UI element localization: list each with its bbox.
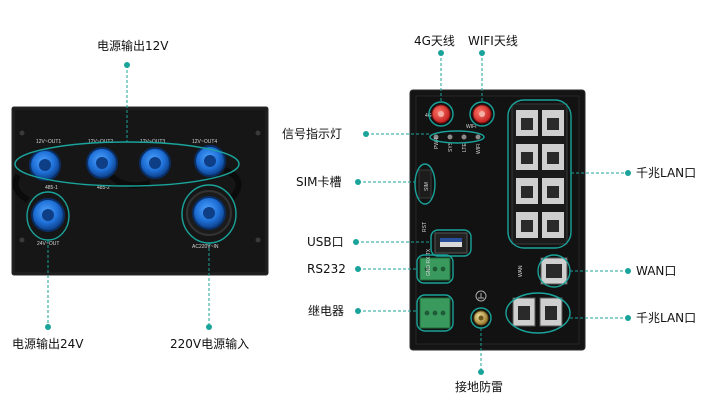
screw-icon [19,130,25,136]
led-pwr [433,134,439,140]
callout-lan-bottom: 千兆LAN口 [636,311,697,325]
leader-dot [438,50,444,56]
highlight-antenna-4g [428,101,454,127]
left-device: 12V~OUT1 12V~OUT2 12V~OUT3 12V~OUT4 485-… [11,62,269,330]
left-device-panel [11,106,269,276]
label-sys: SYS [448,141,454,152]
ground-terminal [473,290,489,326]
highlight-usb [430,229,472,257]
connector-24v-out [31,198,65,232]
left-device-bevel [13,108,267,274]
antenna-4g [431,104,451,124]
callout-lan-top: 千兆LAN口 [636,166,697,180]
callout-usb: USB口 [307,235,344,249]
callout-power-220v: 220V电源输入 [170,337,250,351]
leader-dot [353,239,359,245]
label-24v-out: 24V~OUT [37,241,59,247]
highlight-sim [414,163,436,205]
callout-antenna-wifi: WIFI天线 [468,34,518,48]
highlight-lan-bottom [505,292,571,334]
leader-dot [45,324,51,330]
label-out1: 12V~OUT1 [36,139,61,145]
leader-dot [625,170,631,176]
label-wan: WAN [518,265,524,277]
wan-port [540,257,568,285]
sim-slot [418,169,432,199]
highlight-leds [429,130,485,144]
leader-dot [363,131,369,137]
led-sys [447,134,453,140]
cable [223,167,242,200]
leader-dot [355,308,361,314]
cable [107,172,151,189]
callout-power-12v: 电源输出12V [97,39,169,53]
lan-ports-top [511,103,568,245]
connector-12v-out3 [139,147,171,179]
leader-dot [625,268,631,274]
leader-dot [206,324,212,330]
leader-dot [124,62,130,68]
callout-rs232: RS232 [307,262,346,276]
screw-icon [255,130,261,136]
callout-antenna-4g: 4G天线 [414,34,455,48]
highlight-lan-top [507,99,572,249]
callout-indicator: 信号指示灯 [282,127,343,141]
led-wifi [475,134,481,140]
label-rs232-pins: GND RX TX [426,248,432,276]
callout-power-24v: 电源输出24V [12,337,84,351]
connector-ac220-in [186,190,232,236]
label-pwr: PWR [434,137,440,149]
connector-12v-out4 [194,145,226,177]
callout-ground: 接地防雷 [455,380,504,394]
callout-wan: WAN口 [636,264,677,278]
leader-dot [625,315,631,321]
leader-dot [478,369,484,375]
label-ant-4g: 4G [425,113,432,119]
label-485-1: 485-1 [45,185,58,191]
antenna-wifi [472,104,492,124]
label-sim: SIM [424,182,430,191]
leader-dot [355,266,361,272]
screw-icon [19,237,25,243]
leader-dot [479,50,485,56]
screw-icon [255,237,261,243]
label-out4: 12V~OUT4 [192,139,217,145]
right-device: 4G WIFI PWR SYS LTE WIFI SIM RST GND RX … [353,50,631,375]
label-ant-wifi: WIFI [466,124,477,130]
cable [12,173,30,203]
label-485-2: 485-2 [97,185,110,191]
label-lte: LTE [462,143,468,152]
callout-relay: 继电器 [308,304,345,318]
lan-ports-bottom [512,297,563,327]
label-wifi-led: WIFI [476,143,482,154]
label-rst: RST [422,222,428,232]
leader-dot [355,179,361,185]
connector-12v-out2 [86,147,118,179]
usb-port [434,232,468,254]
connector-12v-out1 [29,149,61,181]
label-ac-in: AC220V~IN [192,244,219,250]
highlight-antenna-wifi [469,101,495,127]
callout-sim: SIM卡槽 [296,175,342,189]
highlight-rs232 [416,254,454,284]
led-lte [461,134,467,140]
relay-terminal [419,297,451,329]
highlight-relay [416,294,454,332]
rs232-terminal [419,257,451,281]
